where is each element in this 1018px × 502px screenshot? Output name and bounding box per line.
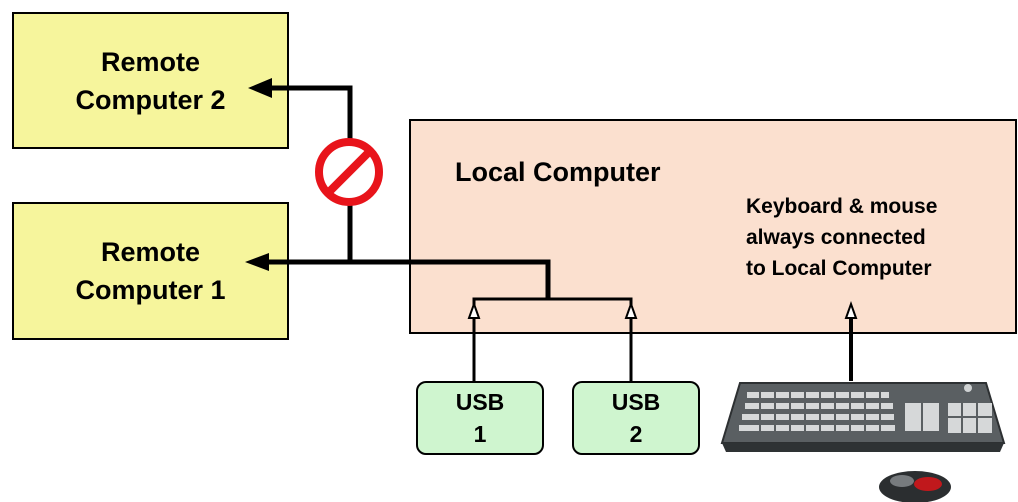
line-to-remote-1 [263, 259, 551, 300]
arrow-remote-2 [248, 78, 272, 98]
remote-computer-2-label-line1: Remote [100, 46, 201, 77]
arrow-usb-1 [467, 301, 481, 319]
keyboard-icon [720, 382, 1006, 452]
remote-computer-2-box: Remote Computer 2 [12, 12, 289, 149]
arrow-remote-1 [245, 253, 269, 271]
usb-bus-line [472, 297, 633, 381]
local-computer-title: Local Computer [455, 157, 661, 187]
usb-1-device: USB 1 [416, 381, 544, 455]
prohibited-icon [315, 138, 383, 206]
remote-computer-1-box: Remote Computer 1 [12, 202, 289, 340]
keyboard-note: Keyboard & mouse always connected to Loc… [746, 191, 937, 284]
usb-1-label-line2: 1 [473, 421, 487, 447]
keyboard-note-line1: Keyboard & mouse [746, 195, 938, 218]
arrow-usb-2 [624, 301, 638, 319]
usb-2-label-line1: USB [611, 389, 661, 415]
usb-2-label-line2: 2 [629, 421, 643, 447]
mouse-icon [879, 471, 951, 502]
keyboard-note-line3: to Local Computer [746, 257, 932, 280]
remote-computer-1-label-line1: Remote [100, 237, 201, 267]
keyboard-note-line2: always connected [746, 226, 926, 249]
remote-computer-1-label-line2: Computer 1 [75, 275, 226, 305]
usb-2-device: USB 2 [572, 381, 700, 455]
usb-1-label-line1: USB [455, 389, 505, 415]
remote-computer-2-label-line2: Computer 2 [75, 84, 226, 115]
arrow-keyboard [844, 301, 858, 319]
